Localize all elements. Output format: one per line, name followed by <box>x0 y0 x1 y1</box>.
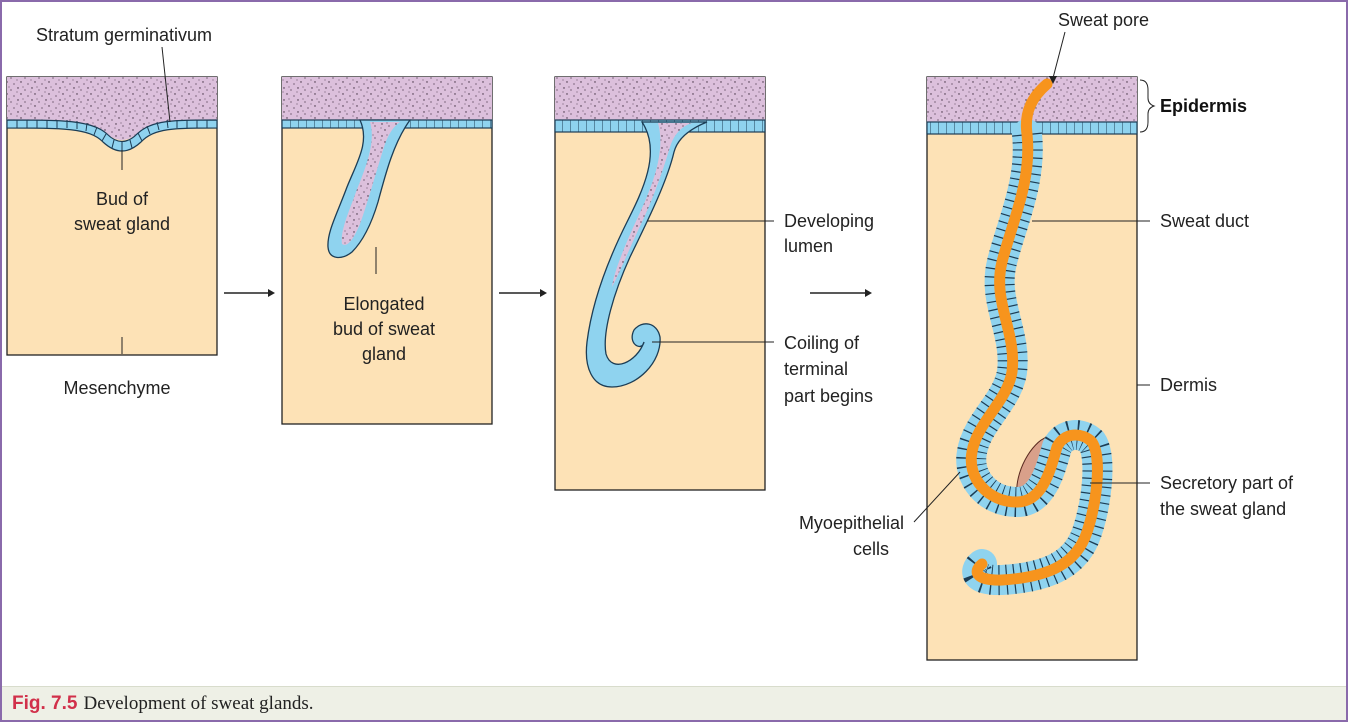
myoepithelial-label-line1: Myoepithelial <box>799 513 904 533</box>
developing-label-line1: Developing <box>784 211 874 231</box>
panel-bud-stage: Stratum germinativum Bud of sweat gland … <box>7 25 217 398</box>
elongated-label-line3: gland <box>362 344 406 364</box>
sweat-gland-development-diagram: Stratum germinativum Bud of sweat gland … <box>2 2 1346 686</box>
secretory-label-line2: the sweat gland <box>1160 499 1286 519</box>
coiling-label-line3: part begins <box>784 386 873 406</box>
sweat-pore-label: Sweat pore <box>1058 10 1149 30</box>
coiling-label-line1: Coiling of <box>784 333 860 353</box>
elongated-label-line2: bud of sweat <box>333 319 435 339</box>
caption-text: Development of sweat glands. <box>83 693 313 714</box>
sweat-duct-label: Sweat duct <box>1160 211 1249 231</box>
secretory-label-line1: Secretory part of <box>1160 473 1294 493</box>
coiling-label-line2: terminal <box>784 359 848 379</box>
myoepithelial-label-line2: cells <box>853 539 889 559</box>
mesenchyme-label: Mesenchyme <box>63 378 170 398</box>
panel-mature-gland: Sweat pore Epidermis Sweat duct Dermis S… <box>799 10 1294 660</box>
bud-label-line1: Bud of <box>96 189 149 209</box>
elongated-label-line1: Elongated <box>343 294 424 314</box>
panel-elongated-stage: Elongated bud of sweat gland <box>282 77 492 424</box>
figure-number: Fig. 7.5 <box>12 693 77 714</box>
bud-label-line2: sweat gland <box>74 214 170 234</box>
figure-caption: Fig. 7.5 Development of sweat glands. <box>2 686 1346 720</box>
epidermis-label: Epidermis <box>1160 96 1247 116</box>
developing-label-line2: lumen <box>784 236 833 256</box>
dermis-label: Dermis <box>1160 375 1217 395</box>
epidermis-layer-2 <box>282 77 492 120</box>
epidermis-layer-3 <box>555 77 765 120</box>
stratum-germinativum-label: Stratum germinativum <box>36 25 212 45</box>
panel-coiling-stage: Developing lumen Coiling of terminal par… <box>555 77 874 490</box>
